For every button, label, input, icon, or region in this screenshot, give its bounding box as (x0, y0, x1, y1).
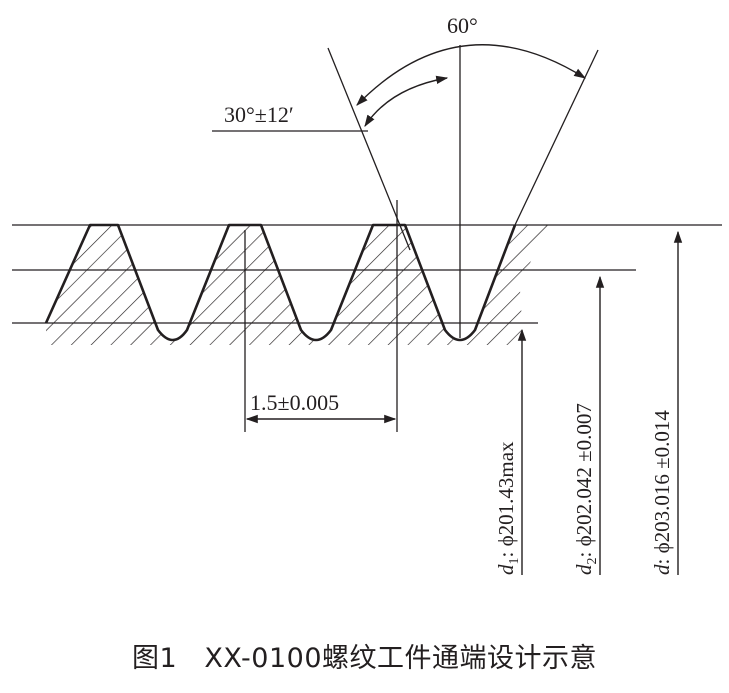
angle-60-arc (356, 44, 587, 106)
flank-extension-right (514, 49, 599, 226)
thread-gauge-diagram: 60° 30°±12′ 1.5±0.005 d1: ϕ201.43max d2:… (12, 13, 722, 575)
major-diameter-label: d: ϕ203.016 ±0.014 (650, 410, 674, 575)
pitch-label: 1.5±0.005 (250, 390, 339, 415)
flank-extension-left (327, 47, 411, 251)
figure-title: XX-0100螺纹工件通端设计示意 (204, 643, 598, 674)
thread-profile-section (46, 225, 550, 345)
angle-30-arc (364, 75, 449, 128)
figure-number: 图1 (131, 643, 178, 674)
figure-caption: 图1 XX-0100螺纹工件通端设计示意 (0, 636, 729, 675)
angle-30-label: 30°±12′ (224, 102, 294, 127)
thread-profile-outline (44, 223, 517, 342)
minor-diameter-label: d1: ϕ201.43max (494, 441, 522, 575)
angle-60-label: 60° (447, 13, 478, 38)
pitch-diameter-label: d2: ϕ202.042 ±0.007 (572, 403, 600, 575)
